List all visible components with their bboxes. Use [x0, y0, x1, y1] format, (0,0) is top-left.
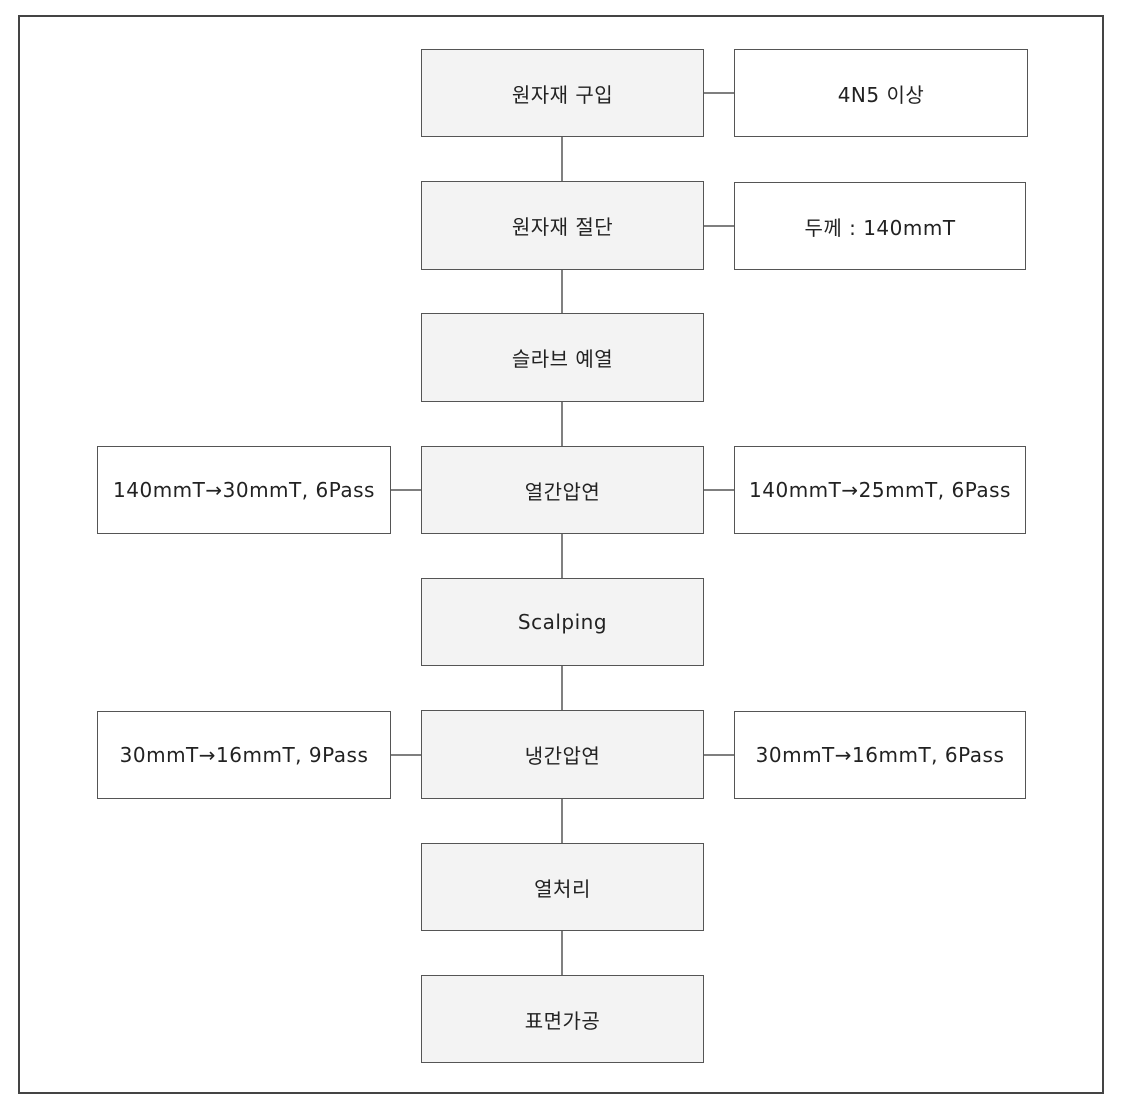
note-purchase-spec: 4N5 이상: [734, 49, 1028, 137]
step-cold-rolling: 냉간압연: [421, 710, 704, 799]
step-label: Scalping: [517, 610, 608, 634]
note-label: 140mmT→30mmT, 6Pass: [113, 478, 375, 502]
step-surface-finishing: 표면가공: [421, 975, 704, 1063]
step-label: 냉간압연: [524, 744, 601, 768]
note-cutting-thickness: 두께 : 140mmT: [734, 182, 1026, 270]
step-slab-preheating: 슬라브 예열: [421, 313, 704, 402]
note-cold-rolling-right: 30mmT→16mmT, 6Pass: [734, 711, 1026, 799]
note-hot-rolling-left: 140mmT→30mmT, 6Pass: [97, 446, 391, 534]
step-label: 열간압연: [524, 479, 601, 504]
step-label: 슬라브 예열: [511, 347, 614, 371]
step-label: 원자재 구입: [511, 82, 614, 107]
step-hot-rolling: 열간압연: [421, 446, 704, 534]
note-label: 30mmT→16mmT, 9Pass: [119, 743, 369, 767]
step-heat-treatment: 열처리: [421, 843, 704, 931]
note-cold-rolling-left: 30mmT→16mmT, 9Pass: [97, 711, 391, 799]
note-hot-rolling-right: 140mmT→25mmT, 6Pass: [734, 446, 1026, 534]
step-label: 열처리: [534, 876, 591, 901]
step-label: 표면가공: [524, 1008, 601, 1033]
note-label: 4N5 이상: [837, 82, 925, 107]
step-raw-material-purchase: 원자재 구입: [421, 49, 704, 137]
step-label: 원자재 절단: [511, 215, 614, 239]
note-label: 두께 : 140mmT: [804, 215, 956, 240]
step-raw-material-cutting: 원자재 절단: [421, 181, 704, 270]
note-label: 140mmT→25mmT, 6Pass: [749, 478, 1011, 502]
note-label: 30mmT→16mmT, 6Pass: [755, 743, 1005, 767]
diagram-frame: [18, 15, 1104, 1094]
step-scalping: Scalping: [421, 578, 704, 666]
